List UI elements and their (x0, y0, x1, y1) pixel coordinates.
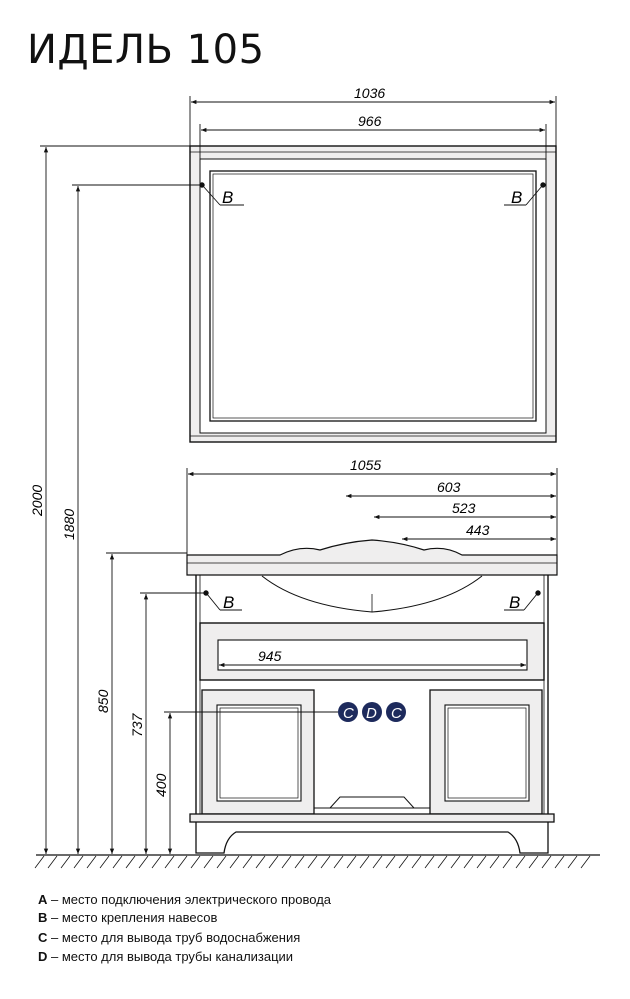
marker-c-right (386, 702, 406, 722)
legend-text: – место крепления навесов (47, 910, 218, 925)
mark-b-cabinet-right: B (509, 593, 520, 612)
floor-line (34, 854, 600, 869)
legend-item-a: A – место подключения электрического про… (38, 892, 331, 908)
legend-item-d: D – место для вывода трубы канализации (38, 949, 293, 965)
legend-key: B (38, 910, 48, 925)
mark-c-left: C (343, 705, 354, 722)
legend-text: – место подключения электрического прово… (47, 892, 332, 907)
legend-text: – место для вывода трубы канализации (47, 949, 294, 964)
legend-key: A (38, 892, 48, 907)
legend-text: – место для вывода труб водоснабжения (47, 930, 301, 945)
dim-height-mirror-mount: 1880 (61, 509, 77, 540)
mirror (189, 145, 557, 443)
marker-d (362, 702, 382, 722)
utility-markers (338, 702, 406, 722)
legend-item-c: C – место для вывода труб водоснабжения (38, 930, 300, 946)
legend-item-b: B – место крепления навесов (38, 910, 217, 926)
legend-key: C (38, 930, 48, 945)
vanity-width-dimensions (186, 468, 558, 560)
mark-b-mirror-right: B (511, 188, 522, 207)
dim-height-total: 2000 (29, 485, 45, 517)
mirror-middle-frame (199, 158, 547, 434)
dim-cabinet-width: 1055 (350, 457, 381, 473)
dim-drawer-width: 945 (258, 648, 282, 664)
height-dimensions (40, 145, 338, 854)
dim-height-mount-lower: 737 (129, 712, 145, 737)
mirror-width-dimensions (189, 96, 557, 159)
mark-b-cabinet-left: B (223, 593, 234, 612)
legend-key: D (38, 949, 48, 964)
dim-height-outlet: 400 (153, 773, 169, 797)
mirror-glass (209, 170, 537, 422)
dim-offset-603: 603 (437, 479, 461, 495)
dim-mirror-inner-width: 966 (358, 113, 382, 129)
dim-height-countertop: 850 (95, 689, 111, 713)
dim-offset-443: 443 (466, 522, 490, 538)
cabinet-body (189, 575, 555, 854)
dim-mirror-total-width: 1036 (354, 85, 385, 101)
cabinet-mount-points (203, 590, 541, 611)
mark-d: D (366, 705, 377, 722)
mark-c-right: C (391, 705, 402, 722)
countertop-sink (186, 539, 558, 613)
mark-b-mirror-left: B (222, 188, 233, 207)
dim-offset-523: 523 (452, 500, 476, 516)
marker-c-left (338, 702, 358, 722)
page-title: ИДЕЛЬ 105 (27, 27, 265, 73)
